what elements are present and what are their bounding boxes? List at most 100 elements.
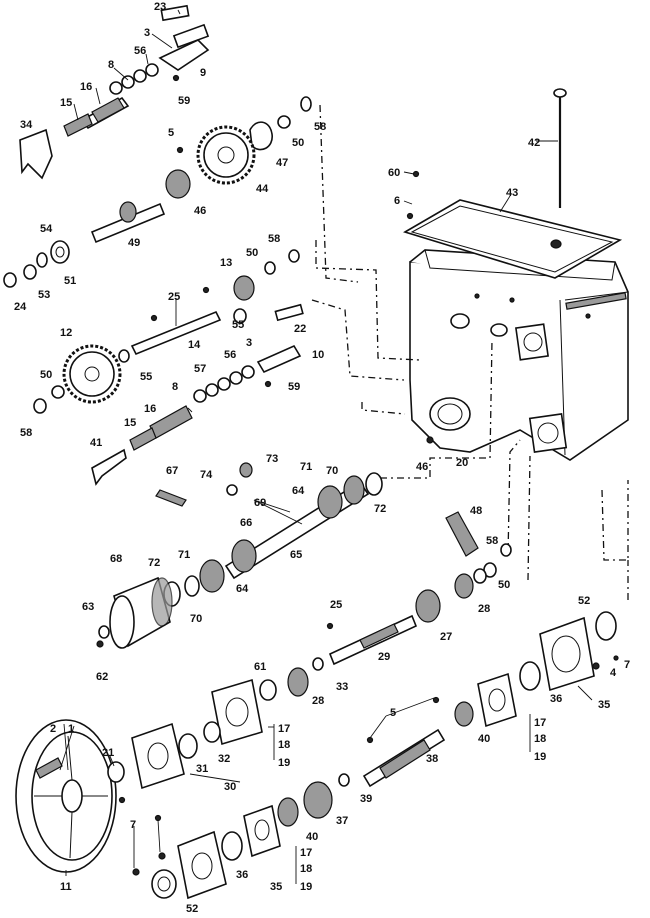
label-35a: 35 bbox=[598, 699, 610, 711]
label-40a: 40 bbox=[478, 733, 490, 745]
label-46b: 46 bbox=[416, 461, 428, 473]
label-58b: 58 bbox=[268, 233, 280, 245]
label-27: 27 bbox=[440, 631, 452, 643]
label-3b: 3 bbox=[246, 337, 252, 349]
label-42: 42 bbox=[528, 137, 540, 149]
label-11: 11 bbox=[60, 881, 72, 893]
label-65: 65 bbox=[290, 549, 302, 561]
label-72a: 72 bbox=[374, 503, 386, 515]
label-70b: 70 bbox=[190, 613, 202, 625]
label-34: 34 bbox=[20, 119, 33, 131]
label-59b: 59 bbox=[288, 381, 300, 393]
label-54: 54 bbox=[40, 223, 53, 235]
label-12: 12 bbox=[60, 327, 72, 339]
label-28a: 28 bbox=[478, 603, 490, 615]
label-46a: 46 bbox=[194, 205, 206, 217]
flange-assembly-bottom bbox=[151, 804, 281, 900]
label-71b: 71 bbox=[178, 549, 190, 561]
label-62: 62 bbox=[96, 671, 108, 683]
label-30: 30 bbox=[224, 781, 236, 793]
pulley-wheel bbox=[15, 719, 166, 876]
label-40b: 40 bbox=[306, 831, 318, 843]
worm-shaft-38 bbox=[338, 696, 446, 788]
label-22: 22 bbox=[294, 323, 306, 335]
label-52b: 52 bbox=[186, 903, 198, 915]
long-bolt bbox=[553, 88, 567, 208]
label-9: 9 bbox=[200, 67, 206, 79]
label-64a: 64 bbox=[292, 485, 305, 497]
label-60: 60 bbox=[388, 167, 400, 179]
label-37: 37 bbox=[336, 815, 348, 827]
label-17c: 17 bbox=[300, 847, 312, 859]
label-68: 68 bbox=[110, 553, 122, 565]
label-57: 57 bbox=[194, 363, 206, 375]
label-24: 24 bbox=[14, 301, 27, 313]
worm-gear-shaft bbox=[163, 472, 383, 607]
label-21: 21 bbox=[102, 747, 114, 759]
label-55a: 55 bbox=[232, 319, 244, 331]
shift-fork-10 bbox=[193, 303, 304, 403]
label-8b: 8 bbox=[172, 381, 178, 393]
label-18a: 18 bbox=[278, 739, 290, 751]
label-7a: 7 bbox=[624, 659, 630, 671]
label-53: 53 bbox=[38, 289, 50, 301]
spring-assembly-middle bbox=[91, 405, 193, 486]
label-50b: 50 bbox=[246, 247, 258, 259]
label-59a: 59 bbox=[178, 95, 190, 107]
label-58c: 58 bbox=[20, 427, 32, 439]
label-31: 31 bbox=[196, 763, 208, 775]
label-61: 61 bbox=[254, 661, 266, 673]
callout-labels: 23 3 56 8 9 16 15 59 34 58 50 5 47 44 46… bbox=[14, 1, 630, 915]
small-parts-67-74-73 bbox=[155, 462, 253, 507]
top-shift-assembly bbox=[19, 4, 210, 180]
label-55b: 55 bbox=[140, 371, 152, 383]
label-58a: 58 bbox=[314, 121, 326, 133]
label-1: 1 bbox=[68, 723, 74, 735]
label-69: 69 bbox=[254, 497, 266, 509]
label-74: 74 bbox=[200, 469, 213, 481]
label-19c: 19 bbox=[300, 881, 312, 893]
label-3a: 3 bbox=[144, 27, 150, 39]
label-8a: 8 bbox=[108, 59, 114, 71]
shaft-14 bbox=[130, 286, 222, 356]
shaft-49 bbox=[90, 201, 166, 244]
label-5b: 5 bbox=[390, 707, 396, 719]
label-14: 14 bbox=[188, 339, 201, 351]
assembly-dash-lines bbox=[311, 104, 629, 600]
label-28b: 28 bbox=[312, 695, 324, 707]
large-gear-12 bbox=[33, 344, 130, 414]
label-52a: 52 bbox=[578, 595, 590, 607]
label-16a: 16 bbox=[80, 81, 92, 93]
label-17a: 17 bbox=[278, 723, 290, 735]
gear-28-lower bbox=[259, 657, 324, 701]
shaft-29 bbox=[326, 568, 487, 666]
label-6: 6 bbox=[394, 195, 400, 207]
label-5a: 5 bbox=[168, 127, 174, 139]
gear-37-40-lower bbox=[277, 781, 333, 827]
gearbox-housing bbox=[409, 249, 629, 461]
flange-plate-upper bbox=[131, 678, 263, 790]
label-50c: 50 bbox=[40, 369, 52, 381]
label-51: 51 bbox=[64, 275, 76, 287]
label-2: 2 bbox=[50, 723, 56, 735]
label-41: 41 bbox=[90, 437, 102, 449]
label-20: 20 bbox=[456, 457, 468, 469]
label-48: 48 bbox=[470, 505, 482, 517]
label-56b: 56 bbox=[224, 349, 236, 361]
large-gear-44 bbox=[196, 125, 256, 185]
label-7b: 7 bbox=[130, 819, 136, 831]
flange-housing-right bbox=[454, 611, 619, 728]
label-33: 33 bbox=[336, 681, 348, 693]
label-15b: 15 bbox=[124, 417, 136, 429]
gearbox-cover-plate bbox=[403, 170, 623, 279]
label-56a: 56 bbox=[134, 45, 146, 57]
label-32: 32 bbox=[218, 753, 230, 765]
label-4: 4 bbox=[610, 667, 617, 679]
label-67: 67 bbox=[166, 465, 178, 477]
label-16b: 16 bbox=[144, 403, 156, 415]
label-10: 10 bbox=[312, 349, 324, 361]
label-19a: 19 bbox=[278, 757, 290, 769]
label-43: 43 bbox=[506, 187, 518, 199]
label-25a: 25 bbox=[168, 291, 180, 303]
